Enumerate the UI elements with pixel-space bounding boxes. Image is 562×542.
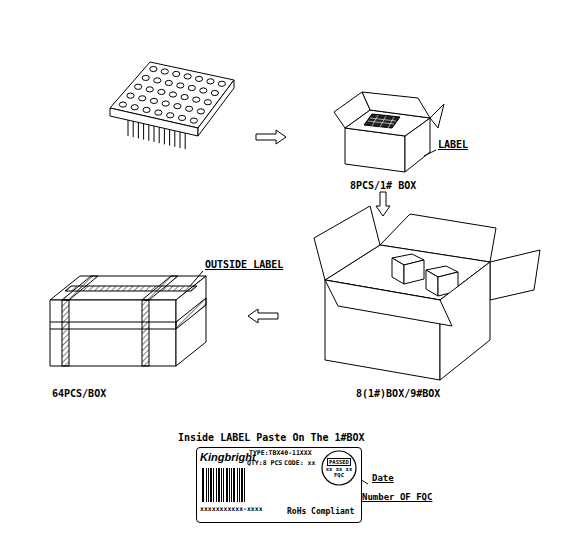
led-dot <box>143 107 150 112</box>
pin <box>185 133 186 149</box>
led-dot <box>162 101 169 106</box>
quantity-field: QTY:8 PCS <box>247 460 282 467</box>
led-dot <box>190 118 197 123</box>
compliance-mark: RoHs Compliant <box>287 508 354 517</box>
product-label: KingbrightTYPE:TBX40-11XXXQTY:8 PCSCODE:… <box>196 447 362 523</box>
flow-arrow <box>256 130 286 144</box>
pin <box>138 122 139 138</box>
led-dot <box>135 84 142 89</box>
type-field: TYPE:TBX40-11XXX <box>249 450 312 457</box>
inner-box <box>334 92 444 172</box>
led-dot <box>195 76 202 81</box>
pin <box>174 131 175 147</box>
outer-box <box>314 206 540 380</box>
pin <box>169 130 170 146</box>
led-dot <box>193 97 200 102</box>
pin <box>133 121 134 137</box>
stamp-text: FQC <box>334 472 344 478</box>
barcode-number: xxxxxxxxxxx-xxxx <box>200 506 263 513</box>
led-dot <box>204 100 211 105</box>
led-dot <box>142 75 149 80</box>
led-dot <box>184 74 191 79</box>
led-dot <box>167 113 174 118</box>
quantity-note: 8PCS/1# BOX <box>350 180 416 191</box>
pin <box>159 127 160 143</box>
led-dot <box>150 66 157 71</box>
led-dot <box>186 106 193 111</box>
label-callout: LABEL <box>438 139 468 150</box>
led-dot <box>161 69 168 74</box>
led-dot <box>200 88 207 93</box>
led-dot <box>139 96 146 101</box>
code-field: CODE: xx <box>284 460 315 467</box>
flow-arrow <box>376 192 390 216</box>
led-dot <box>155 110 162 115</box>
quantity-note: 64PCS/BOX <box>52 388 106 399</box>
led-dot <box>211 90 218 95</box>
led-dot <box>188 85 195 90</box>
led-dot <box>173 71 180 76</box>
led-dot <box>127 93 134 98</box>
led-dot <box>146 87 153 92</box>
fqc-stamp: PASSEDxx xx xxFQC <box>321 450 357 486</box>
pin <box>180 132 181 148</box>
led-dot <box>177 83 184 88</box>
led-dot <box>207 79 214 84</box>
shipping-box <box>50 271 206 366</box>
led-matrix <box>110 62 234 149</box>
led-dot <box>169 92 176 97</box>
quantity-note: 8(1#)BOX/9#BOX <box>356 388 440 399</box>
stamp-text: PASSED <box>327 458 351 466</box>
callout-text: Date <box>372 474 394 484</box>
stamp-text: xx xx xx <box>326 466 353 472</box>
callout-text: Number OF FQC <box>362 493 432 503</box>
section-heading: Inside LABEL Paste On The 1#BOX <box>178 432 365 443</box>
pin <box>154 126 155 142</box>
led-dot <box>154 78 161 83</box>
led-dot <box>165 80 172 85</box>
label-callout: OUTSIDE LABEL <box>205 259 283 270</box>
led-dot <box>150 98 157 103</box>
pin <box>148 125 149 141</box>
pin <box>164 128 165 144</box>
led-dot <box>174 104 181 109</box>
pin <box>128 120 129 136</box>
led-dot <box>131 105 138 110</box>
led-dot <box>119 102 126 107</box>
pin <box>143 124 144 140</box>
barcode <box>201 468 247 504</box>
flow-arrow <box>248 309 278 323</box>
led-dot <box>158 89 165 94</box>
led-dot <box>218 81 225 86</box>
led-dot <box>197 109 204 114</box>
led-dot <box>181 94 188 99</box>
led-dot <box>178 115 185 120</box>
